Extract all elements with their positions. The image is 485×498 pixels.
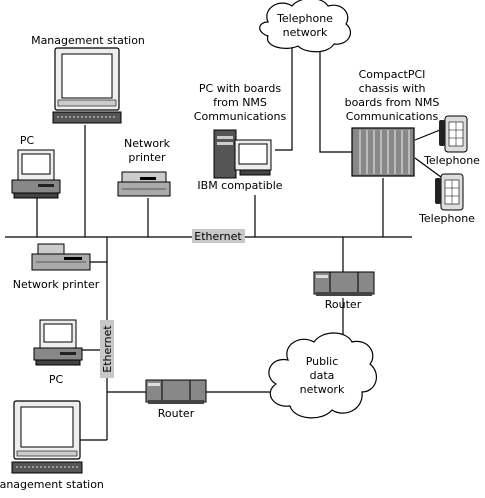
network-printer-top-label-2: printer [128,151,166,164]
management-station-bottom-icon [11,400,83,474]
compactpci-label-3: boards from NMS [345,96,440,109]
public-data-network-cloud: Public data network [268,332,378,419]
ibm-compatible-pc-icon [213,129,272,179]
ibm-compatible-label: IBM compatible [197,179,282,192]
compactpci-label-4: Communications [346,110,439,123]
pc-top-label: PC [20,134,35,147]
ethernet-vertical-label-bg [100,320,114,378]
ethernet-horizontal-label-bg [192,229,245,243]
management-station-bottom-label: Management station [0,478,104,491]
telephone-network-cloud: Telephone network [259,0,351,53]
ethernet-horizontal-label: Ethernet [194,230,242,243]
telephone-1-label: Telephone [423,154,480,167]
network-printer-top-label-1: Network [124,137,171,150]
management-station-top-icon [52,47,122,124]
ethernet-vertical-label: Ethernet [101,325,114,373]
pc-to-telephone-network-link [275,47,293,151]
pc-with-boards-label-2: from NMS [213,96,267,109]
pc-with-boards-label-1: PC with boards [199,82,281,95]
pc-with-boards-label-3: Communications [194,110,287,123]
telephone-2-icon [435,173,464,211]
pc-left-icon [33,319,83,366]
compactpci-to-telephone-2-link [414,157,446,181]
pc-left-label: PC [49,373,64,386]
compactpci-label-2: chassis with [359,82,426,95]
management-station-top-label: Management station [31,34,145,47]
public-data-network-label-3: network [300,383,345,396]
network-printer-left-label: Network printer [13,278,100,291]
telephone-network-to-compactpci-link [319,40,352,153]
telephone-network-label-2: network [283,26,328,39]
compactpci-label-1: CompactPCI [359,68,426,81]
telephone-2-label: Telephone [418,212,475,225]
router-bottom-icon [145,379,207,404]
router-bottom-label: Router [158,407,195,420]
telephone-1-icon [439,115,468,153]
public-data-network-label-2: data [310,369,335,382]
router-right-label: Router [325,298,362,311]
public-data-network-label-1: Public [306,355,339,368]
telephone-network-label-1: Telephone [276,12,333,25]
network-printer-left-icon [31,243,91,271]
network-printer-top-icon [117,171,171,197]
compactpci-chassis-icon [351,127,415,177]
router-right-icon [313,271,375,296]
pc-top-icon [11,149,61,199]
